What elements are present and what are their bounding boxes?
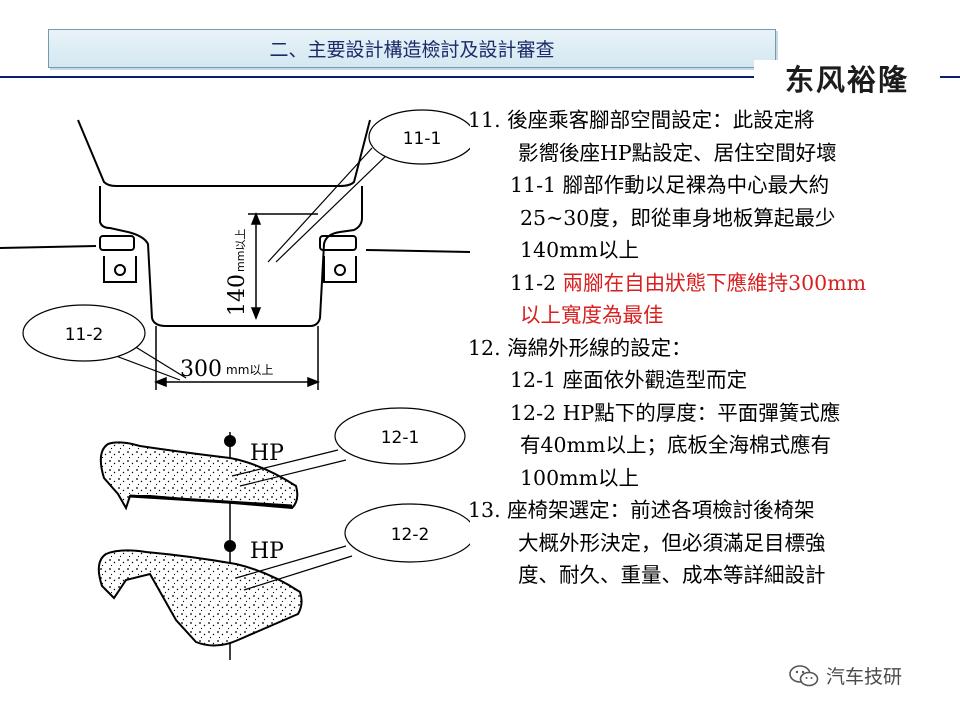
callout-11-2-label: 11-2 bbox=[65, 325, 104, 345]
body-line-text: 影嚮後座HP點設定、居住空間好壞 bbox=[518, 140, 837, 165]
hp-label-1: HP bbox=[250, 441, 284, 466]
body-line: 有40mm以上；底板全海棉式應有 bbox=[468, 429, 948, 462]
body-line: 25~30度，即從車身地板算起最少 bbox=[468, 202, 948, 235]
body-line-text: 25~30度，即從車身地板算起最少 bbox=[520, 205, 836, 230]
body-text: 11. 後座乘客腳部空間設定：此設定將影嚮後座HP點設定、居住空間好壞 11-1 … bbox=[468, 104, 948, 592]
body-line-text: 12. 海綿外形線的設定： bbox=[468, 335, 692, 360]
body-line-text: 100mm以上 bbox=[520, 465, 640, 490]
dim-horizontal bbox=[153, 326, 321, 390]
dim-vertical bbox=[248, 211, 318, 321]
body-line: 11-2 兩腳在自由狀態下應維持300mm bbox=[468, 267, 948, 300]
hp-label-2: HP bbox=[250, 539, 284, 564]
slide-title: 二、主要設計構造檢討及設計審查 bbox=[269, 39, 555, 61]
body-line: 100mm以上 bbox=[468, 462, 948, 495]
body-line: 度、耐久、重量、成本等詳細設計 bbox=[468, 559, 948, 592]
body-line-text: 大概外形決定，但必須滿足目標強 bbox=[518, 530, 826, 555]
body-line-text: 11-1 腳部作動以足裸為中心最大約 bbox=[510, 173, 830, 197]
wechat-icon bbox=[789, 664, 819, 686]
body-line-highlight: 以上寬度為最佳 bbox=[520, 303, 664, 327]
body-line-highlight: 兩腳在自由狀態下應維持300mm bbox=[562, 270, 867, 295]
body-line-text: 12-2 HP點下的厚度：平面彈簧式應 bbox=[510, 400, 841, 425]
callout-12-2-label: 12-2 bbox=[391, 525, 430, 545]
watermark: 汽车技研 bbox=[788, 662, 902, 689]
cushion-1 bbox=[99, 441, 299, 511]
seat-diagram: 140 mm以上 300 mm以上 11-1 11-2 HP HP 12-1 bbox=[0, 109, 470, 660]
dim-vertical-unit: mm以上 bbox=[234, 229, 247, 272]
callout-11-2 bbox=[22, 304, 187, 381]
body-line: 12. 海綿外形線的設定： bbox=[468, 332, 948, 365]
body-line: 大概外形決定，但必須滿足目標強 bbox=[468, 527, 948, 560]
cushion-2 bbox=[97, 549, 303, 647]
body-line: 11. 後座乘客腳部空間設定：此設定將 bbox=[468, 104, 948, 137]
body-line-text: 有40mm以上；底板全海棉式應有 bbox=[520, 433, 831, 457]
body-line-text: 11. 後座乘客腳部空間設定：此設定將 bbox=[468, 108, 815, 132]
body-line: 11-1 腳部作動以足裸為中心最大約 bbox=[468, 169, 948, 202]
body-line-text: 度、耐久、重量、成本等詳細設計 bbox=[518, 563, 826, 587]
body-line-text: 140mm以上 bbox=[520, 238, 640, 262]
hp-point-1 bbox=[224, 435, 236, 447]
callout-12-1-label: 12-1 bbox=[381, 428, 420, 448]
callout-11-1-label: 11-1 bbox=[403, 129, 442, 149]
dim-horizontal-unit: mm以上 bbox=[226, 363, 273, 377]
body-line-text: 12-1 座面依外觀造型而定 bbox=[510, 368, 748, 392]
header-rule bbox=[0, 76, 960, 78]
body-line-text: 11-2 bbox=[510, 270, 563, 295]
body-line: 13. 座椅架選定：前述各項檢討後椅架 bbox=[468, 494, 948, 527]
body-line: 12-1 座面依外觀造型而定 bbox=[468, 364, 948, 397]
body-line-text: 13. 座椅架選定：前述各項檢討後椅架 bbox=[468, 498, 815, 522]
company-logo: 东风裕隆 bbox=[754, 60, 940, 97]
callout-12-1 bbox=[231, 407, 466, 487]
body-line: 12-2 HP點下的厚度：平面彈簧式應 bbox=[468, 397, 948, 430]
dim-vertical-value: 140 bbox=[225, 274, 250, 316]
callout-11-1 bbox=[267, 109, 470, 263]
body-line: 影嚮後座HP點設定、居住空間好壞 bbox=[468, 137, 948, 170]
floor-section bbox=[0, 119, 470, 327]
watermark-text: 汽车技研 bbox=[826, 666, 903, 688]
body-line: 140mm以上 bbox=[468, 234, 948, 267]
hp-point-2 bbox=[224, 540, 236, 552]
slide-title-box: 二、主要設計構造檢討及設計審查 bbox=[48, 29, 776, 68]
body-line: 以上寬度為最佳 bbox=[468, 299, 948, 332]
dim-horizontal-value: 300 bbox=[180, 357, 222, 382]
callout-12-2 bbox=[235, 503, 470, 591]
